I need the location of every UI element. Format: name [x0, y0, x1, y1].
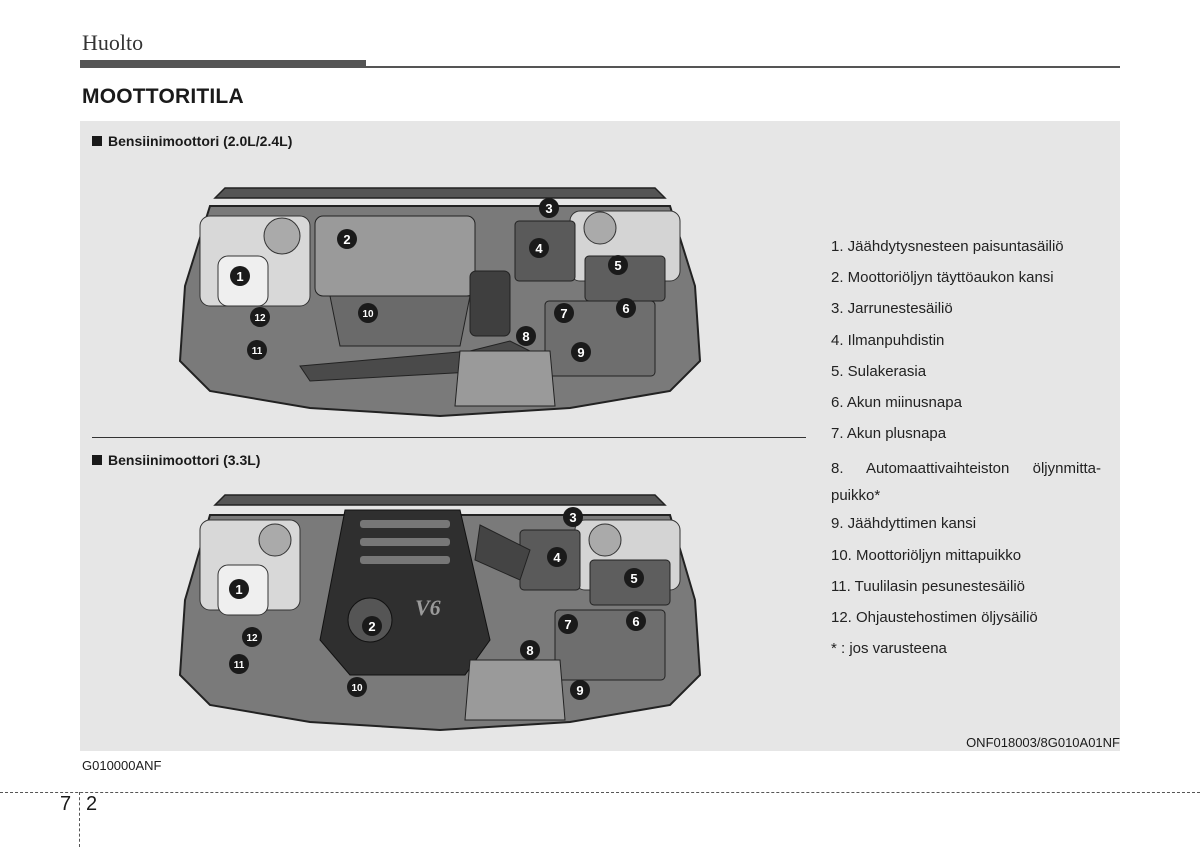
engine-bay-illustration-1	[178, 187, 702, 418]
legend-note: * : jos varusteena	[831, 640, 947, 658]
callout-5: 5	[608, 255, 628, 275]
chapter-number: 7	[60, 793, 72, 815]
legend-item: 8. Automaattivaihteiston öljynmitta-puik…	[831, 460, 1101, 505]
callout-9: 9	[571, 342, 591, 362]
legend-item: 12. Ohjaustehostimen öljysäiliö	[831, 608, 1038, 626]
callout-12: 12	[250, 307, 270, 327]
legend-item: 9. Jäähdyttimen kansi	[831, 515, 977, 533]
legend-item: 3. Jarrunestesäiliö	[831, 300, 953, 318]
section-title: Huolto	[82, 30, 144, 55]
legend-item: 11. Tuulilasin pesunestesäiliö	[831, 577, 1026, 595]
callout-2: 2	[337, 229, 357, 249]
callout-10: 10	[358, 303, 378, 323]
svg-text:7: 7	[560, 306, 567, 321]
legend-list: 1. Jäähdytysnesteen paisuntasäiliö 2. Mo…	[831, 237, 1101, 659]
callout-1: 1	[229, 579, 249, 599]
legend-item: 5. Sulakerasia	[831, 362, 927, 380]
callout-9: 9	[570, 680, 590, 700]
svg-text:7: 7	[564, 617, 571, 632]
figure-code: ONF018003/8G010A01NF	[966, 735, 1120, 750]
legend-item: 6. Akun miinusnapa	[831, 393, 962, 411]
svg-text:12: 12	[246, 633, 258, 644]
engine1-title: Bensiinimoottori (2.0L/2.4L)	[108, 133, 293, 149]
legend-item: 4. Ilmanpuhdistin	[831, 331, 945, 349]
callout-11: 11	[229, 654, 249, 674]
callout-7: 7	[554, 303, 574, 323]
callout-10: 10	[347, 677, 367, 697]
callout-5: 5	[624, 568, 644, 588]
callout-4: 4	[529, 238, 549, 258]
svg-text:5: 5	[630, 571, 637, 586]
svg-text:9: 9	[577, 345, 584, 360]
svg-text:11: 11	[252, 346, 263, 357]
svg-text:2: 2	[368, 619, 375, 634]
engine1-subtitle: Bensiinimoottori (2.0L/2.4L)	[92, 133, 292, 149]
engine-bay-illustration-2: V6	[178, 494, 702, 732]
callout-2: 2	[362, 616, 382, 636]
footer-dashed-divider	[79, 792, 80, 847]
svg-text:12: 12	[254, 313, 266, 324]
svg-text:4: 4	[535, 241, 543, 256]
document-code: G010000ANF	[82, 758, 162, 773]
svg-text:8: 8	[522, 329, 529, 344]
engine2-subtitle: Bensiinimoottori (3.3L)	[92, 452, 260, 468]
bullet-square-icon	[92, 136, 102, 146]
callout-11: 11	[247, 340, 267, 360]
legend-item: 2. Moottoriöljyn täyttöaukon kansi	[831, 269, 1054, 287]
svg-text:1: 1	[235, 582, 242, 597]
svg-text:6: 6	[622, 301, 629, 316]
callout-3: 3	[539, 198, 559, 218]
svg-text:3: 3	[545, 201, 552, 216]
svg-text:8: 8	[526, 643, 533, 658]
svg-text:3: 3	[569, 510, 576, 525]
legend-item: 10. Moottoriöljyn mittapuikko	[831, 546, 1022, 564]
callout-8: 8	[516, 326, 536, 346]
callout-8: 8	[520, 640, 540, 660]
legend-item: 7. Akun plusnapa	[831, 425, 947, 443]
svg-text:5: 5	[614, 258, 621, 273]
bullet-square-icon	[92, 455, 102, 465]
page-heading: MOOTTORITILA	[82, 85, 244, 108]
callout-12: 12	[242, 627, 262, 647]
svg-text:9: 9	[576, 683, 583, 698]
svg-text:1: 1	[236, 269, 243, 284]
svg-text:4: 4	[553, 550, 561, 565]
page-number: 2	[86, 793, 98, 815]
callout-6: 6	[626, 611, 646, 631]
callout-7: 7	[558, 614, 578, 634]
svg-text:10: 10	[351, 683, 363, 694]
svg-text:2: 2	[343, 232, 350, 247]
svg-text:11: 11	[234, 660, 245, 671]
engine-divider	[92, 437, 806, 438]
footer-dashed-rule	[0, 792, 1200, 793]
header-rule-thin	[366, 66, 1120, 68]
svg-text:10: 10	[362, 309, 374, 320]
callout-4: 4	[547, 547, 567, 567]
engine2-title: Bensiinimoottori (3.3L)	[108, 452, 261, 468]
header-rule-thick	[80, 60, 366, 68]
engine-cover-text: V6	[415, 595, 441, 620]
legend-item: 1. Jäähdytysnesteen paisuntasäiliö	[831, 238, 1064, 255]
callout-1: 1	[230, 266, 250, 286]
svg-text:6: 6	[632, 614, 639, 629]
callout-6: 6	[616, 298, 636, 318]
callout-3: 3	[563, 507, 583, 527]
